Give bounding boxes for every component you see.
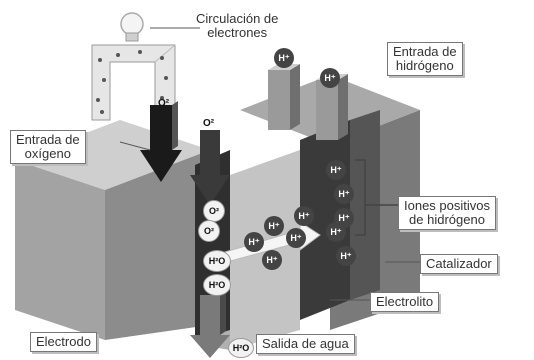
h2o-marker: H²O bbox=[228, 338, 254, 358]
h2o-marker: H²O bbox=[203, 274, 231, 296]
o2-marker: O² bbox=[203, 200, 225, 222]
h-plus-marker: H⁺ bbox=[336, 246, 356, 266]
h-plus-marker: H⁺ bbox=[320, 68, 340, 88]
water-outlet-pipe bbox=[190, 291, 230, 358]
catalizador-label: Catalizador bbox=[420, 254, 498, 274]
h2o-marker: H²O bbox=[203, 250, 231, 272]
h-plus-marker: H⁺ bbox=[334, 208, 354, 228]
h-plus-marker: H⁺ bbox=[334, 184, 354, 204]
h-plus-marker: H⁺ bbox=[262, 250, 282, 270]
h-plus-marker: H⁺ bbox=[264, 216, 284, 236]
salida-agua-label: Salida de agua bbox=[256, 334, 355, 354]
o2-label: O² bbox=[158, 98, 170, 109]
electrolito-label: Electrolito bbox=[370, 292, 440, 312]
ions-bracket bbox=[355, 159, 400, 236]
hydrogen-inlet-pipes bbox=[268, 64, 348, 140]
electrodo-label: Electrodo bbox=[30, 332, 97, 352]
oxygen-inlet-arrows bbox=[140, 101, 230, 205]
h-plus-marker: H⁺ bbox=[274, 48, 294, 68]
h-plus-marker: H⁺ bbox=[326, 160, 346, 180]
h-plus-marker: H⁺ bbox=[294, 206, 314, 226]
callout-lines bbox=[119, 27, 420, 301]
h-plus-marker: H⁺ bbox=[286, 228, 306, 248]
o2-label: O² bbox=[203, 118, 215, 129]
light-bulb-icon bbox=[120, 12, 144, 42]
h-plus-marker: H⁺ bbox=[244, 232, 264, 252]
o2-marker: O² bbox=[198, 220, 220, 242]
